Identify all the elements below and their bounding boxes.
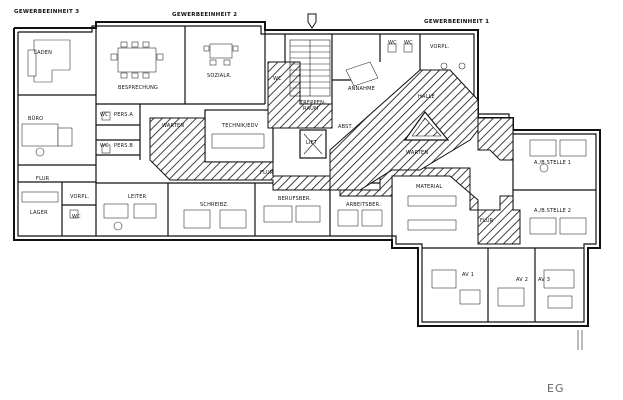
room-label-av-3: AV 3 bbox=[538, 277, 550, 283]
room-label-pers-b: PERS.B bbox=[114, 143, 133, 149]
dimension-marks bbox=[577, 330, 583, 350]
room-label-wc-3: WC bbox=[404, 40, 413, 46]
lift-shaft bbox=[303, 133, 323, 155]
room-label-vorpl: VORPL. bbox=[430, 44, 450, 50]
room-label-lift: LIFT bbox=[306, 140, 318, 146]
room-label-wc-4: WC bbox=[72, 214, 81, 220]
section-label-gewerbeeinheit-1: GEWERBEEINHEIT 1 bbox=[424, 19, 489, 25]
room-label-flur-2: FLUR bbox=[260, 170, 274, 176]
circulation-hatch bbox=[149, 61, 521, 245]
section-label-gewerbeeinheit-2: GEWERBEEINHEIT 2 bbox=[172, 12, 237, 18]
room-label-warten-2: WARTEN bbox=[406, 150, 428, 156]
room-label-annahme: ANNAHME bbox=[348, 86, 375, 92]
room-label-wc-2: WC bbox=[388, 40, 397, 46]
room-label-av-1: AV 1 bbox=[462, 272, 474, 278]
interior-walls bbox=[18, 26, 596, 322]
room-label-ap-stelle-2: A./B.STELLE 2 bbox=[534, 208, 571, 214]
room-label-pers-a: PERS.A bbox=[114, 112, 133, 118]
stairs bbox=[289, 13, 331, 97]
room-label-halle: HALLE bbox=[418, 94, 435, 100]
room-label-warten-1: WARTEN bbox=[162, 123, 184, 129]
room-label-berufsber: BERUFSBER. bbox=[278, 196, 311, 202]
floor-label: EG bbox=[547, 382, 564, 395]
room-label-laden: LADEN bbox=[34, 50, 52, 56]
room-label-flur-3: FLUR bbox=[480, 218, 494, 224]
room-label-buero: BÜRO bbox=[28, 115, 43, 122]
room-label-sozialr: SOZIALR. bbox=[207, 73, 232, 79]
room-label-flur-1: FLUR bbox=[36, 176, 50, 182]
room-label-besprechung: BESPRECHUNG bbox=[118, 85, 158, 91]
room-label-wc-pers-a: WC bbox=[100, 112, 109, 118]
room-label-schreibz: SCHREIBZ. bbox=[200, 202, 229, 208]
room-label-arbeitsber: ARBEITSBER. bbox=[346, 202, 381, 208]
section-label-gewerbeeinheit-3: GEWERBEEINHEIT 3 bbox=[14, 9, 79, 15]
room-label-material: MATERIAL bbox=[416, 184, 442, 190]
room-label-leiter: LEITER bbox=[128, 194, 147, 200]
room-label-abst: ABST. bbox=[338, 124, 353, 130]
room-label-technik-edv: TECHNIK/EDV bbox=[221, 123, 259, 129]
room-label-av-2: AV 2 bbox=[516, 277, 528, 283]
room-label-ap-stelle-1: A./B.STELLE 1 bbox=[534, 160, 571, 166]
room-label-treppenraum: TREPPEN-RAUM bbox=[299, 100, 326, 112]
room-label-wc-1: WC bbox=[273, 76, 282, 82]
room-label-lager: LAGER bbox=[30, 210, 48, 216]
room-label-wc-pers-b: WC bbox=[100, 143, 109, 149]
room-label-vorpl-2: VORPL. bbox=[70, 194, 90, 200]
outer-walls bbox=[13, 21, 601, 327]
furniture bbox=[21, 39, 587, 309]
halle-triangle bbox=[403, 111, 450, 141]
